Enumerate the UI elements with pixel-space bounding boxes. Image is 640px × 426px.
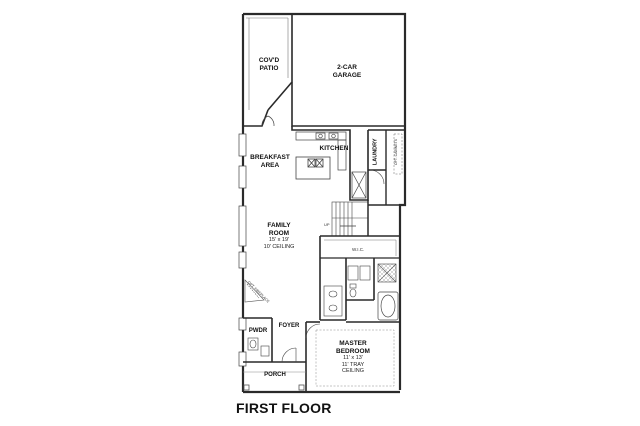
- kitchen-label: KITCHEN: [316, 145, 352, 153]
- kitchen-island: [295, 156, 331, 180]
- family-room-label: FAMILY ROOM 15' x 19' 10' CEILING: [254, 222, 304, 250]
- kitchen-name: KITCHEN: [319, 145, 349, 152]
- stairs-up-label: UP: [324, 222, 330, 227]
- family-line1: FAMILY: [267, 222, 291, 229]
- master-vanity: [323, 265, 371, 317]
- stairs-up-text: UP: [324, 222, 330, 227]
- opt-cabinets-text: OPT. CABINETS: [394, 138, 399, 166]
- master-ceiling1: 11' TRAY: [341, 361, 365, 368]
- stair-landing-wall: [367, 200, 405, 236]
- master-tub: [377, 291, 399, 321]
- family-ceiling: 10' CEILING: [263, 243, 295, 250]
- porch-name: PORCH: [264, 372, 286, 378]
- opt-cabinets-label: OPT. CABINETS: [394, 139, 398, 165]
- wic-text: W.I.C.: [352, 247, 365, 252]
- kitchen-walls: [291, 126, 405, 201]
- laundry-door: [369, 169, 385, 185]
- master-bath-walls: [319, 235, 400, 321]
- pwdr-label: PWDR: [246, 328, 270, 336]
- porch-columns: [243, 371, 306, 391]
- master-ceiling2: CEILING: [341, 368, 364, 374]
- master-line1: MASTER: [339, 340, 367, 347]
- covd-patio-label: COV'D PATIO: [253, 57, 285, 72]
- laundry-label: LAUNDRY: [372, 132, 380, 172]
- breakfast-label: BREAKFAST AREA: [244, 154, 296, 169]
- garage-entry-door: [261, 115, 275, 127]
- foyer-walls: [243, 317, 306, 363]
- master-size: 11' x 13': [343, 355, 363, 361]
- breakfast-line2: AREA: [260, 161, 280, 169]
- wic-shelves: [324, 239, 397, 256]
- kitchen-counters: [295, 131, 347, 171]
- breakfast-line1: BREAKFAST: [250, 154, 290, 161]
- foyer-name: FOYER: [278, 323, 300, 329]
- wic-label: W.I.C.: [352, 247, 364, 252]
- front-door: [281, 347, 297, 363]
- garage-line1: 2-CAR: [337, 64, 357, 71]
- fireplace: [244, 279, 265, 303]
- pwdr-name: PWDR: [248, 328, 268, 334]
- master-line2: BEDROOM: [336, 347, 370, 355]
- floor-title: FIRST FLOOR: [236, 400, 332, 416]
- stairs: [331, 201, 369, 237]
- master-bedroom-label: MASTER BEDROOM 11' x 13' 11' TRAY CEILIN…: [322, 340, 384, 375]
- kitchen-fridge: [351, 171, 367, 199]
- master-tray-outline: [315, 329, 395, 387]
- left-windows: [238, 133, 247, 367]
- garage-label: 2-CAR GARAGE: [322, 64, 372, 79]
- master-bedroom-walls: [305, 321, 400, 392]
- covd-patio-line1: COV'D: [258, 57, 280, 64]
- master-bedroom-door: [305, 323, 321, 339]
- laundry-name: LAUNDRY: [372, 138, 379, 166]
- patio-columns: [246, 17, 289, 110]
- master-shower: [377, 263, 397, 283]
- family-size: 15' x 19': [268, 237, 290, 243]
- porch-label: PORCH: [258, 372, 292, 380]
- laundry-cabinets: [393, 133, 403, 175]
- covd-patio-line2: PATIO: [259, 64, 279, 72]
- pwdr-fixtures: [247, 337, 270, 357]
- family-line2: ROOM: [268, 229, 290, 237]
- garage-line2: GARAGE: [332, 71, 362, 79]
- wc: [349, 283, 357, 298]
- foyer-label: FOYER: [274, 323, 304, 331]
